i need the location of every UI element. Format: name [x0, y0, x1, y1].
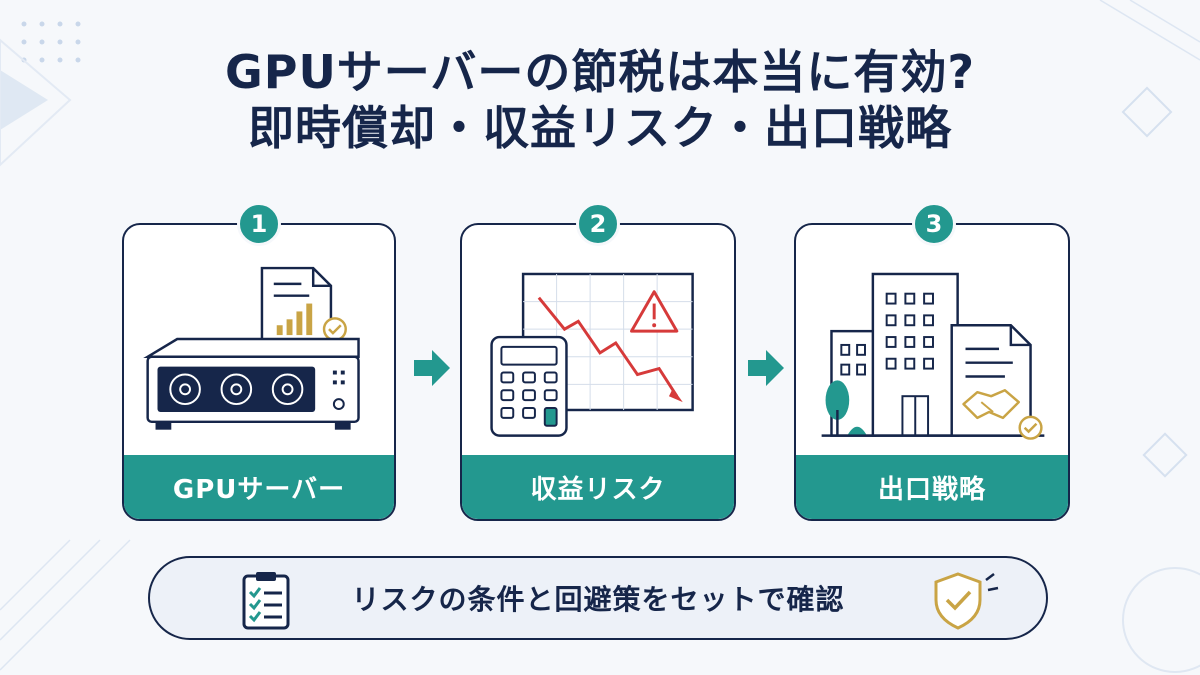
step-label-gpu-server: GPUサーバー [124, 455, 394, 519]
step-label-revenue-risk: 収益リスク [462, 455, 734, 519]
shield-check-icon [934, 572, 999, 630]
title-line-1: GPUサーバーの節税は本当に有効? [224, 45, 976, 99]
arrow-right-icon [748, 350, 784, 386]
summary-banner: リスクの条件と回避策をセットで確認 [148, 556, 1048, 640]
step-number-2: 2 [576, 202, 620, 246]
building-contract-icon [821, 272, 1045, 440]
step-label-exit-strategy: 出口戦略 [796, 455, 1068, 519]
step-card-revenue-risk: 収益リスク [460, 223, 736, 521]
title-line-2: 即時償却・収益リスク・出口戦略 [247, 101, 953, 156]
declining-chart-icon [490, 272, 694, 437]
page-title: GPUサーバーの節税は本当に有効? 即時償却・収益リスク・出口戦略 [0, 44, 1200, 156]
step-card-exit-strategy: 出口戦略 [794, 223, 1070, 521]
step-card-gpu-server: GPUサーバー [122, 223, 396, 521]
gpu-server-icon [143, 266, 360, 430]
arrow-right-icon [414, 350, 450, 386]
step-number-1: 1 [237, 202, 281, 246]
step-number-3: 3 [912, 202, 956, 246]
summary-text: リスクの条件と回避策をセットで確認 [351, 583, 845, 616]
checklist-clipboard-icon [242, 572, 290, 630]
